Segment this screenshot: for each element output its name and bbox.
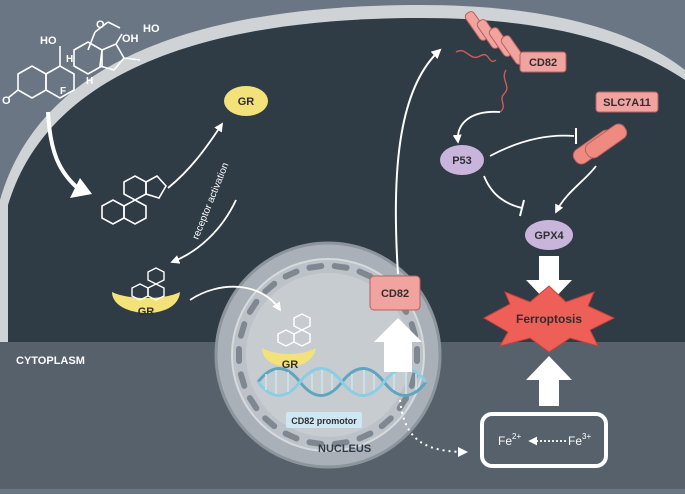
steroid-h1: H [66, 54, 73, 65]
expression-arrow-shape [374, 318, 422, 372]
gr-dna [262, 348, 316, 367]
slc7a11-label: SLC7A11 [603, 97, 651, 109]
fe2-label: Fe2+ [498, 432, 521, 448]
fe3-label: Fe3+ [568, 432, 591, 448]
cd82-protein-box [369, 275, 421, 311]
binding-arrow [167, 122, 223, 189]
steroid-oh-right: OH [122, 33, 139, 45]
steroid-o-ring: O [2, 95, 11, 107]
p53-slc7a11-inhibition [489, 134, 575, 157]
entry-arrowhead [70, 178, 92, 198]
cd82-p53-arrow [452, 111, 501, 144]
steroid-ho-top: HO [143, 23, 160, 35]
activation-arrow [170, 199, 237, 264]
cd82-tail-top [455, 49, 497, 62]
cd82-membrane-box [519, 51, 567, 73]
nuclear-pore [408, 321, 419, 339]
nuclear-pore [414, 346, 420, 364]
cd82-tail-bottom [499, 69, 508, 113]
cd82-protein-label: CD82 [381, 288, 409, 300]
steroid-molecule [7, 21, 141, 99]
iron-box [480, 412, 608, 468]
nuclear-pore [282, 430, 300, 442]
nuclear-translocation-arrow [189, 285, 281, 312]
trafficking-arrow [394, 48, 442, 275]
nuclear-pore [396, 395, 410, 412]
gr-bound-label: GR [138, 306, 155, 318]
nucleus-label: NUCLEUS [318, 443, 371, 455]
gr-dna-label: GR [282, 359, 299, 371]
p53-node [440, 145, 484, 175]
ferroptosis-label: Ferroptosis [516, 312, 582, 326]
nuclear-pore [236, 346, 242, 364]
nuclear-pore [262, 415, 278, 430]
slc7a11-box [595, 91, 659, 113]
nuclear-pore [246, 298, 260, 315]
nuclear-pore [356, 430, 374, 442]
nuclear-pore [282, 268, 300, 280]
nuclear-pore [306, 263, 325, 271]
cd82-membrane-label: CD82 [529, 57, 557, 69]
nuclear-pore [378, 415, 394, 430]
gr-free [224, 86, 268, 116]
steroid-outline-cytoplasm [101, 174, 167, 225]
iron-ferroptosis-arrow [526, 356, 572, 406]
steroid-h2: H [86, 76, 93, 87]
nuclear-pore [331, 263, 350, 271]
p53-label: P53 [452, 155, 472, 167]
nuclear-pore [306, 439, 325, 447]
nuclear-pore [356, 268, 374, 280]
nuclear-pore [331, 439, 350, 447]
entry-arrow [46, 111, 82, 192]
steroid-f: F [60, 86, 66, 97]
gr-dna-steroid [277, 313, 311, 347]
p53-gpx4-inhibition-bar [519, 199, 525, 217]
cytoplasm-label: CYTOPLASM [16, 355, 85, 367]
gpx4-label: GPX4 [534, 230, 564, 242]
cd82-promotor-box [286, 412, 362, 428]
gpx4-ferroptosis-arrow [526, 256, 572, 304]
nuclear-pore [262, 280, 278, 295]
p53-gpx4-inhibition [483, 175, 523, 209]
gpx4-node [525, 220, 573, 250]
gr-free-label: GR [238, 96, 255, 108]
ferroptosis-burst [482, 285, 616, 353]
steroid-o-carbonyl: O [96, 19, 105, 31]
slc7a11-transporter [572, 123, 628, 165]
nuclear-pore [246, 395, 260, 412]
nuclear-pore [237, 371, 248, 389]
nuclear-pore [237, 321, 248, 339]
cd82-promotor-label: CD82 promotor [291, 416, 357, 426]
steroid-ho-left: HO [40, 35, 57, 47]
slc7a11-gpx4-arrow [555, 165, 597, 214]
gr-bound-steroid [131, 267, 165, 301]
